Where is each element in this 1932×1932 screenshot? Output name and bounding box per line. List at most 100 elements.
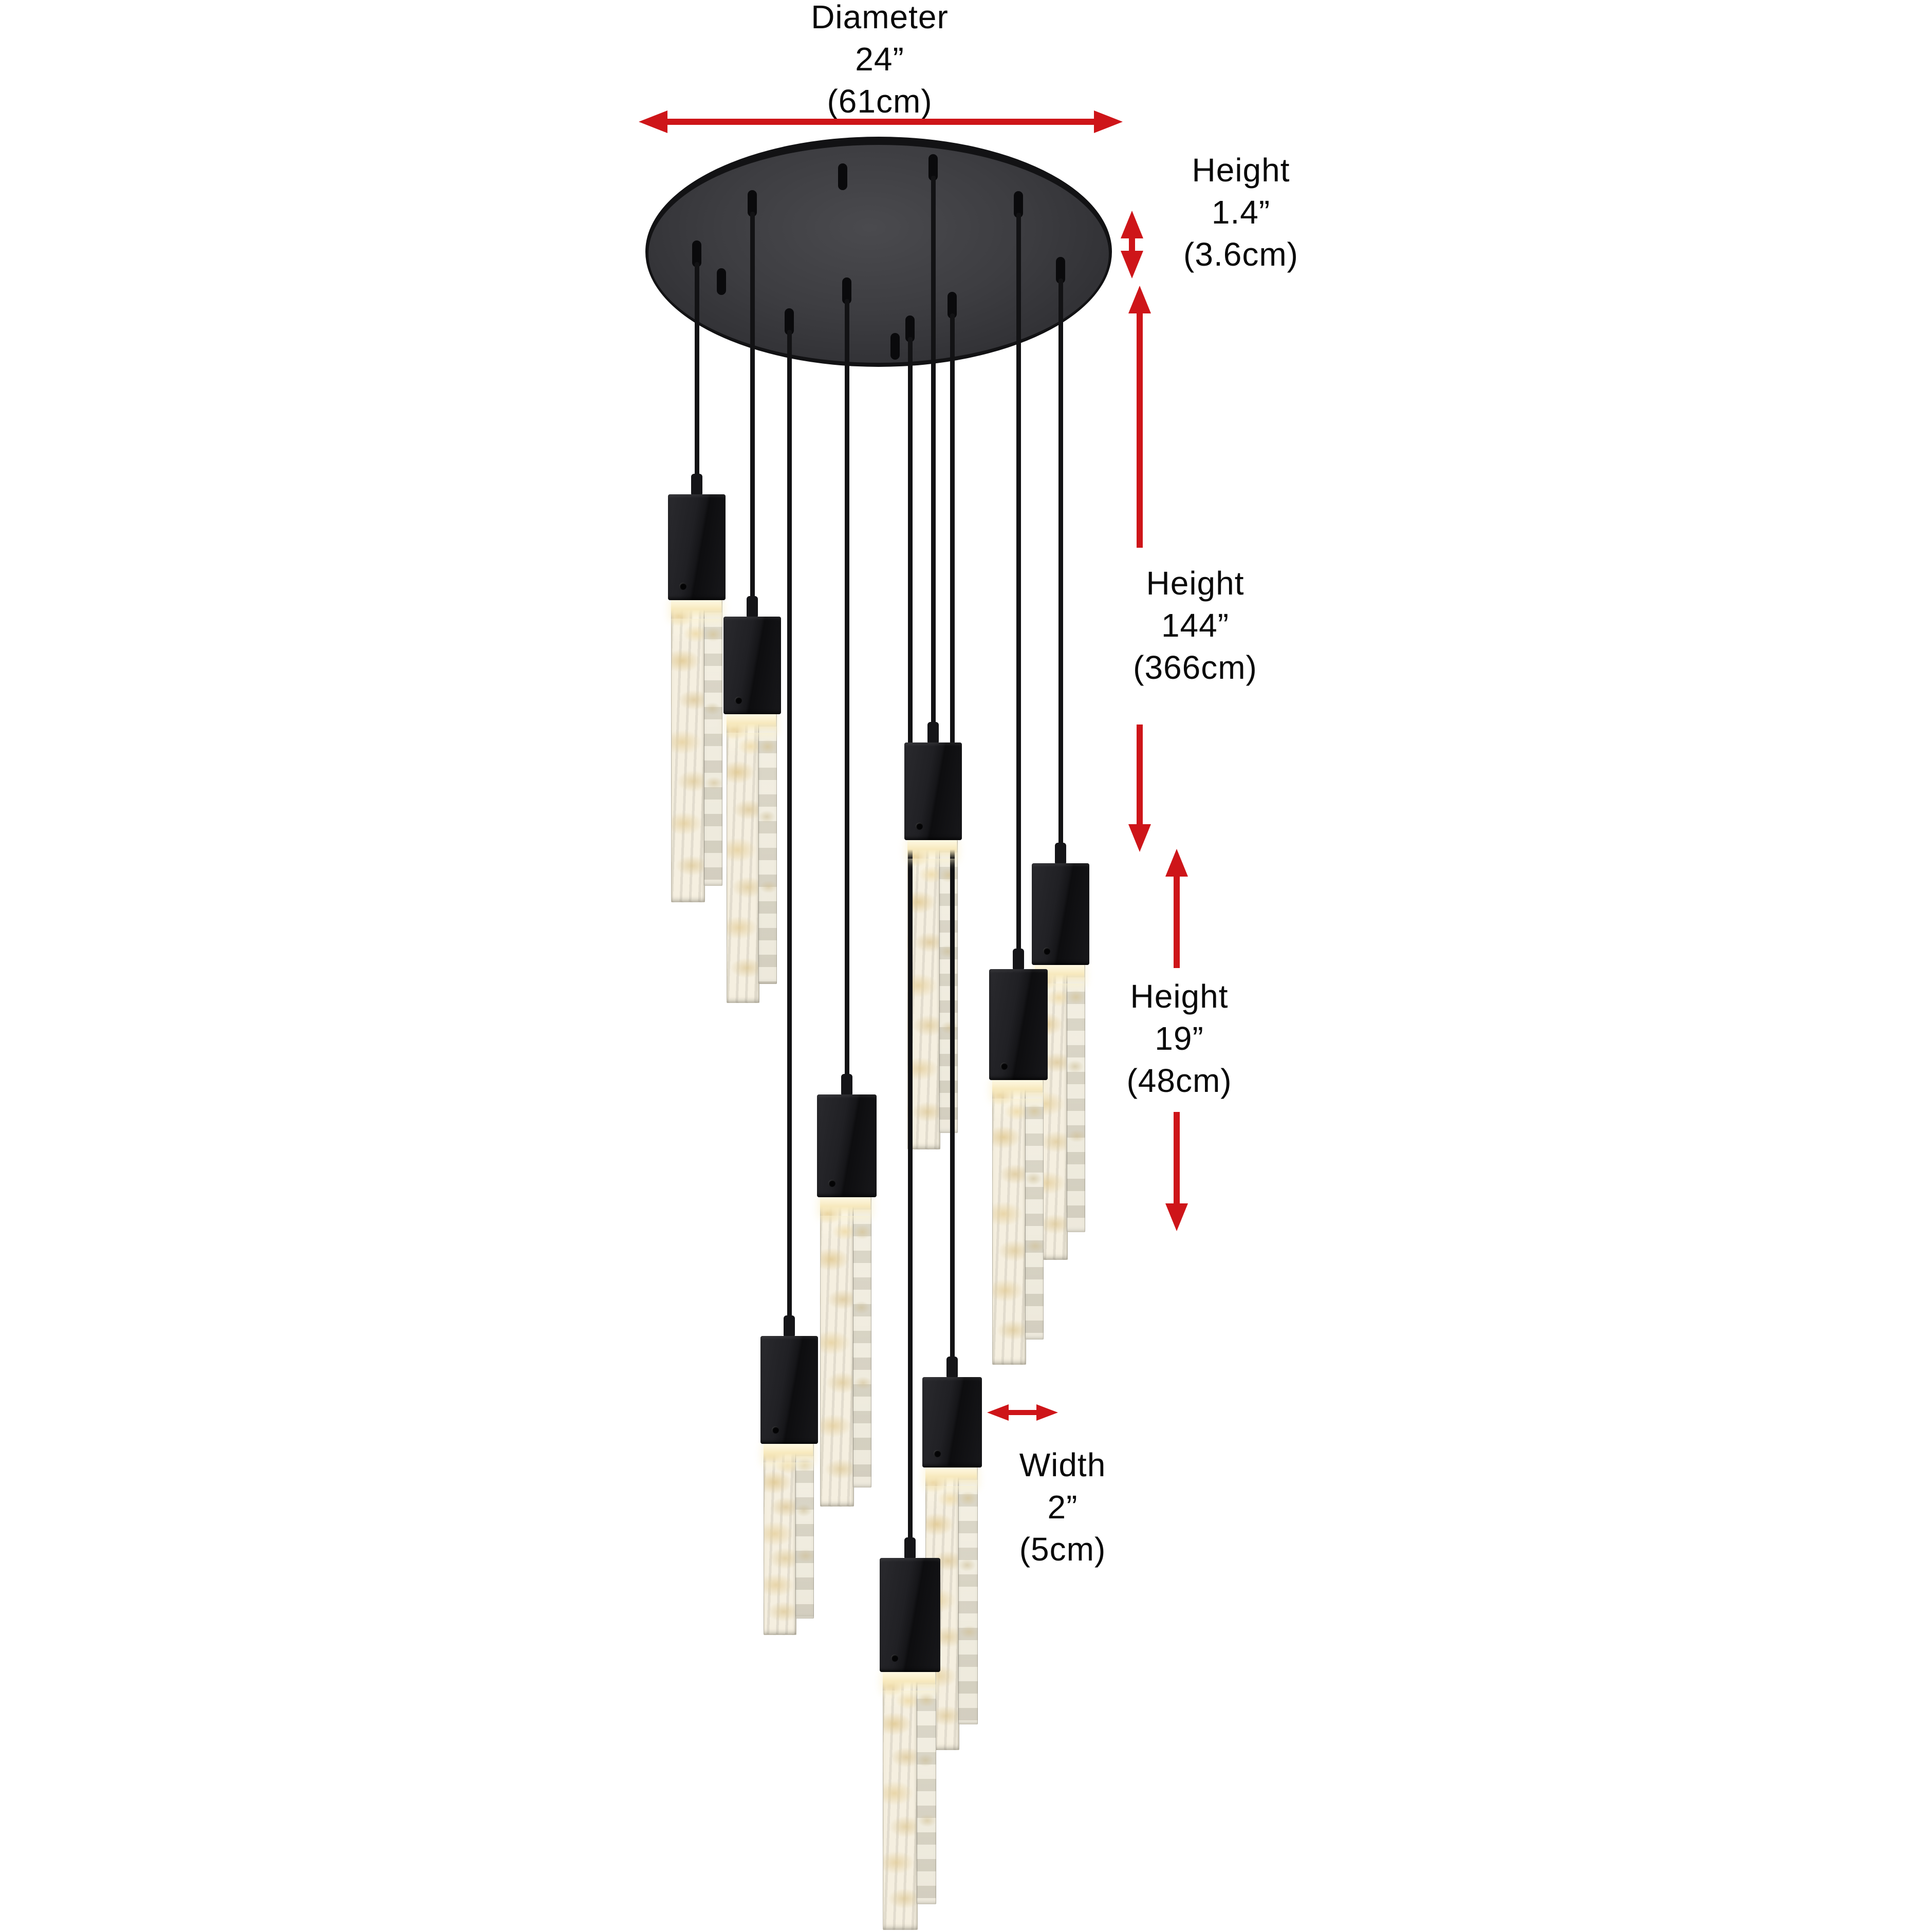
pendant-height-arrow-bottom — [1165, 1112, 1188, 1231]
cord-connector — [1055, 843, 1066, 865]
drop-height-metric: (366cm) — [1133, 649, 1257, 686]
pendant-height-inches: 19” — [1155, 1020, 1204, 1057]
pendant-width-arrow — [987, 1402, 1058, 1423]
pendant-crystal-front — [820, 1197, 854, 1507]
pendant-cord — [787, 330, 792, 1339]
arrow-head-down-icon — [1165, 1203, 1188, 1231]
canopy-height-term: Height — [1192, 152, 1290, 189]
arrow-head-right-icon — [1094, 110, 1123, 133]
arrow-shaft — [663, 119, 1098, 125]
pendant-crystal-side — [758, 714, 777, 984]
screw-detail — [735, 697, 742, 704]
pendant-glow — [820, 1197, 870, 1216]
pendant-crystal-front — [992, 1080, 1026, 1365]
cord-grip — [1056, 257, 1065, 284]
canopy — [648, 145, 1109, 363]
screw-detail — [1000, 1063, 1008, 1070]
diameter-label-inches: 24” — [855, 41, 904, 78]
pendant-crystal-front — [907, 840, 940, 1149]
cord-connector — [904, 1537, 916, 1560]
cord-connector — [841, 1074, 852, 1097]
screw-detail — [1043, 948, 1050, 955]
drop-height-inches: 144” — [1161, 607, 1230, 644]
pendant-glow — [907, 840, 957, 859]
diameter-label: Diameter 24” (61cm) — [726, 0, 1034, 122]
pendant-crystal-side — [1025, 1080, 1044, 1340]
pendant-cap — [723, 617, 781, 714]
pendant-crystal-side — [917, 1672, 936, 1904]
cord-grip — [905, 315, 915, 342]
pendant-crystal-side — [704, 600, 722, 886]
pendant-crystal-front — [883, 1672, 918, 1930]
cord-connector — [747, 596, 758, 619]
screw-detail — [772, 1426, 779, 1434]
cord-grip — [928, 154, 938, 181]
pendant-cord — [931, 176, 936, 746]
pendant-cap — [922, 1377, 982, 1467]
pendant-cord — [1016, 213, 1021, 972]
pendant-crystal-side — [1067, 965, 1085, 1232]
pendant-glow — [764, 1444, 813, 1462]
diameter-label-term: Diameter — [811, 0, 949, 35]
screw-detail — [891, 1655, 898, 1662]
pendant-height-label: Height 19” (48cm) — [1079, 975, 1279, 1102]
canopy-height-label: Height 1.4” (3.6cm) — [1137, 149, 1345, 275]
screw-detail — [828, 1180, 835, 1187]
arrow-head-down-icon — [1128, 824, 1151, 852]
pendant-crystal-side — [958, 1467, 978, 1724]
arrow-shaft — [1006, 1410, 1039, 1415]
pendant-width-label: Width 2” (5cm) — [965, 1444, 1160, 1570]
cord-grip — [890, 333, 900, 360]
cord-connector — [927, 722, 939, 745]
pendant-cap — [760, 1336, 818, 1444]
pendant-crystal-front — [727, 714, 759, 1003]
pendant-cord — [845, 299, 849, 1098]
pendant-crystal-front — [671, 600, 705, 902]
pendant-cord — [908, 337, 913, 1561]
arrow-shaft — [1174, 1112, 1180, 1209]
cord-grip — [948, 292, 957, 319]
canopy-height-inches: 1.4” — [1211, 194, 1271, 231]
pendant-cap — [904, 742, 962, 840]
diameter-label-metric: (61cm) — [827, 83, 933, 120]
pendant-cap — [989, 969, 1048, 1080]
drop-height-arrow-bottom — [1128, 725, 1151, 852]
pendant-crystal-side — [853, 1197, 871, 1488]
drop-height-term: Height — [1146, 565, 1244, 602]
screw-detail — [934, 1450, 941, 1457]
arrow-head-down-icon — [1121, 251, 1143, 278]
arrow-head-left-icon — [987, 1404, 1009, 1421]
screw-detail — [679, 583, 686, 590]
arrow-head-right-icon — [1036, 1404, 1058, 1421]
arrow-shaft — [1137, 308, 1143, 548]
cord-grip — [785, 308, 794, 335]
pendant-width-metric: (5cm) — [1019, 1531, 1106, 1568]
cord-connector — [1013, 949, 1024, 971]
pendant-cap — [668, 494, 726, 600]
canopy-height-arrow — [1121, 211, 1143, 278]
arrow-shaft — [1137, 725, 1143, 829]
diameter-arrow — [639, 110, 1123, 134]
cord-grip — [748, 190, 757, 217]
arrow-head-left-icon — [639, 110, 667, 133]
pendant-cord — [750, 212, 755, 620]
pendant-width-inches: 2” — [1047, 1489, 1078, 1526]
drop-height-label: Height 144” (366cm) — [1078, 562, 1312, 689]
drop-height-arrow-top — [1128, 286, 1151, 548]
pendant-cord — [695, 262, 699, 497]
canopy-height-metric: (3.6cm) — [1183, 236, 1298, 273]
pendant-height-metric: (48cm) — [1126, 1062, 1232, 1099]
arrow-shaft — [1174, 871, 1180, 968]
cord-connector — [691, 474, 702, 496]
cord-connector — [784, 1315, 795, 1338]
pendant-crystal-front — [764, 1444, 796, 1635]
cord-grip — [838, 163, 847, 190]
pendant-width-term: Width — [1019, 1446, 1106, 1483]
pendant-crystal-side — [939, 840, 958, 1133]
pendant-height-arrow-top — [1165, 849, 1188, 968]
pendant-glow — [671, 600, 721, 619]
cord-grip — [1014, 191, 1023, 218]
pendant-cap — [817, 1094, 877, 1197]
pendant-crystal-side — [795, 1444, 814, 1619]
